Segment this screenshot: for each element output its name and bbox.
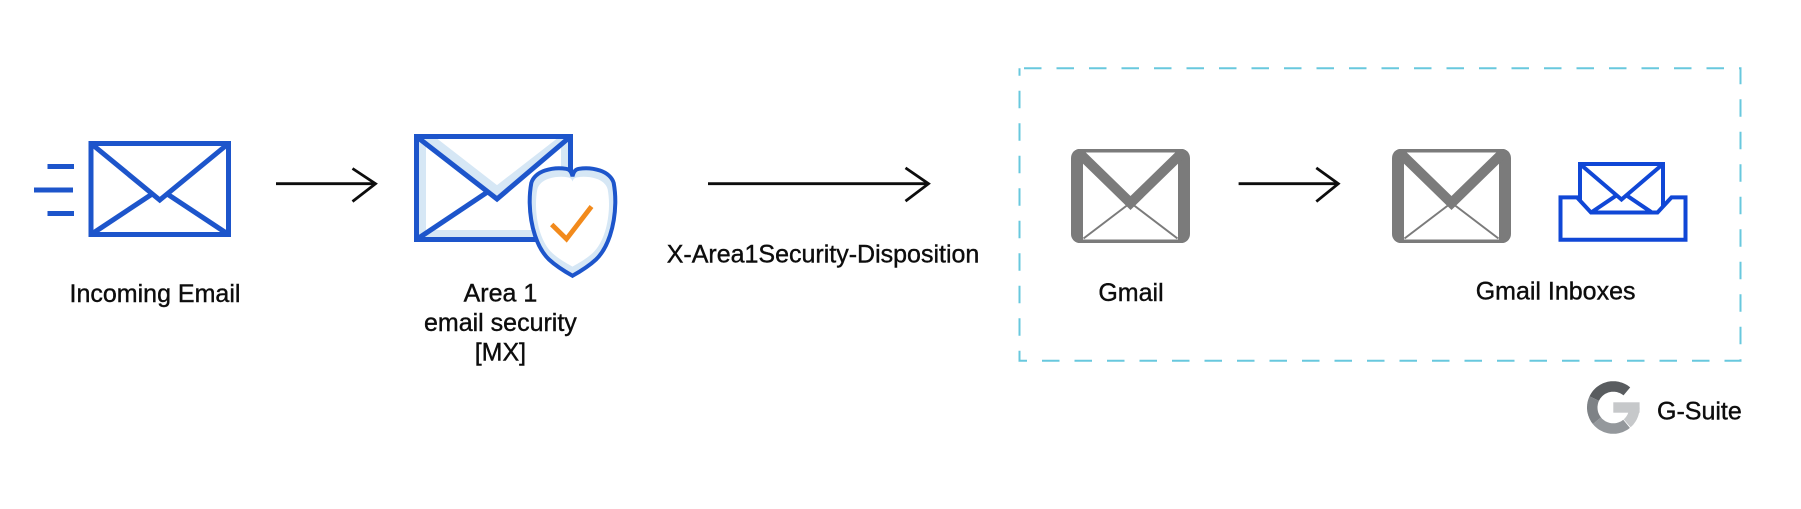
svg-text:[MX]: [MX]: [475, 339, 526, 367]
svg-text:Gmail: Gmail: [1098, 279, 1163, 307]
svg-text:Incoming Email: Incoming Email: [70, 280, 241, 308]
svg-text:G-Suite: G-Suite: [1657, 397, 1742, 425]
svg-text:Area 1: Area 1: [464, 280, 538, 308]
svg-text:Gmail Inboxes: Gmail Inboxes: [1476, 278, 1636, 306]
svg-text:email security: email security: [424, 309, 577, 337]
svg-text:X-Area1Security-Disposition: X-Area1Security-Disposition: [667, 241, 980, 269]
